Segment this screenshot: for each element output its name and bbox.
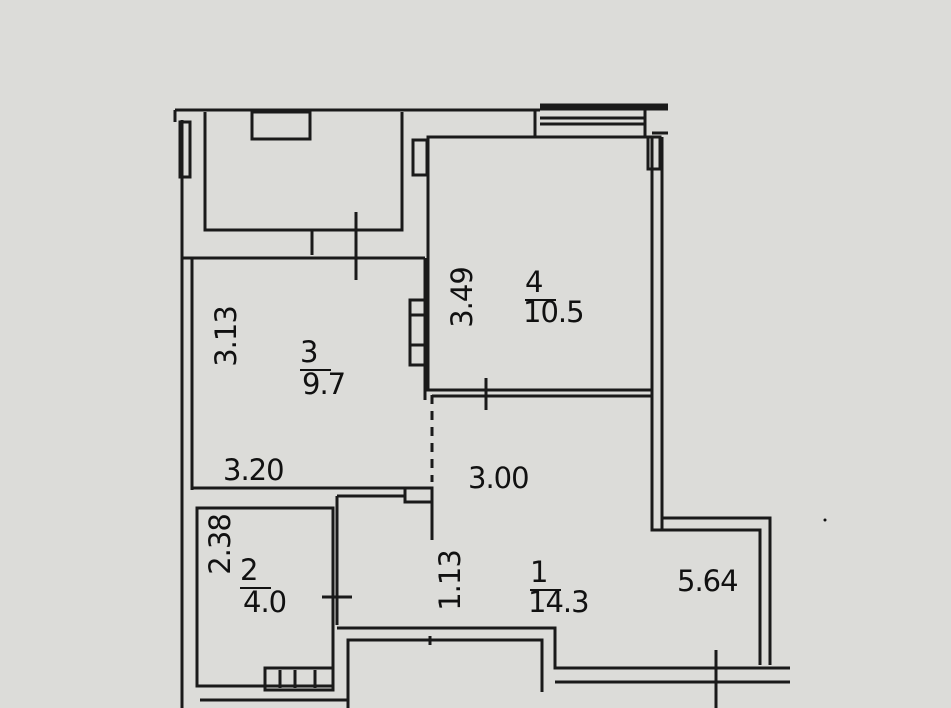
room3-number: 3 xyxy=(300,335,332,371)
room4-number: 4 xyxy=(525,265,557,301)
dimension-room4-height: 3.49 xyxy=(444,267,479,328)
dimension-room3-width: 3.20 xyxy=(223,453,285,487)
room4-area: 10.5 xyxy=(523,295,585,329)
room1-number: 1 xyxy=(530,555,562,591)
dimension-hall-width: 3.00 xyxy=(468,461,530,495)
dimension-room1-length: 5.64 xyxy=(677,564,739,598)
dimension-room3-height: 3.13 xyxy=(208,306,243,367)
dimension-hall-depth: 1.13 xyxy=(432,550,467,611)
room1-area: 14.3 xyxy=(528,585,590,619)
room3-area: 9.7 xyxy=(302,367,346,401)
dimension-room2-height: 2.38 xyxy=(202,514,237,575)
room2-area: 4.0 xyxy=(243,585,287,619)
room2-number: 2 xyxy=(240,553,272,589)
